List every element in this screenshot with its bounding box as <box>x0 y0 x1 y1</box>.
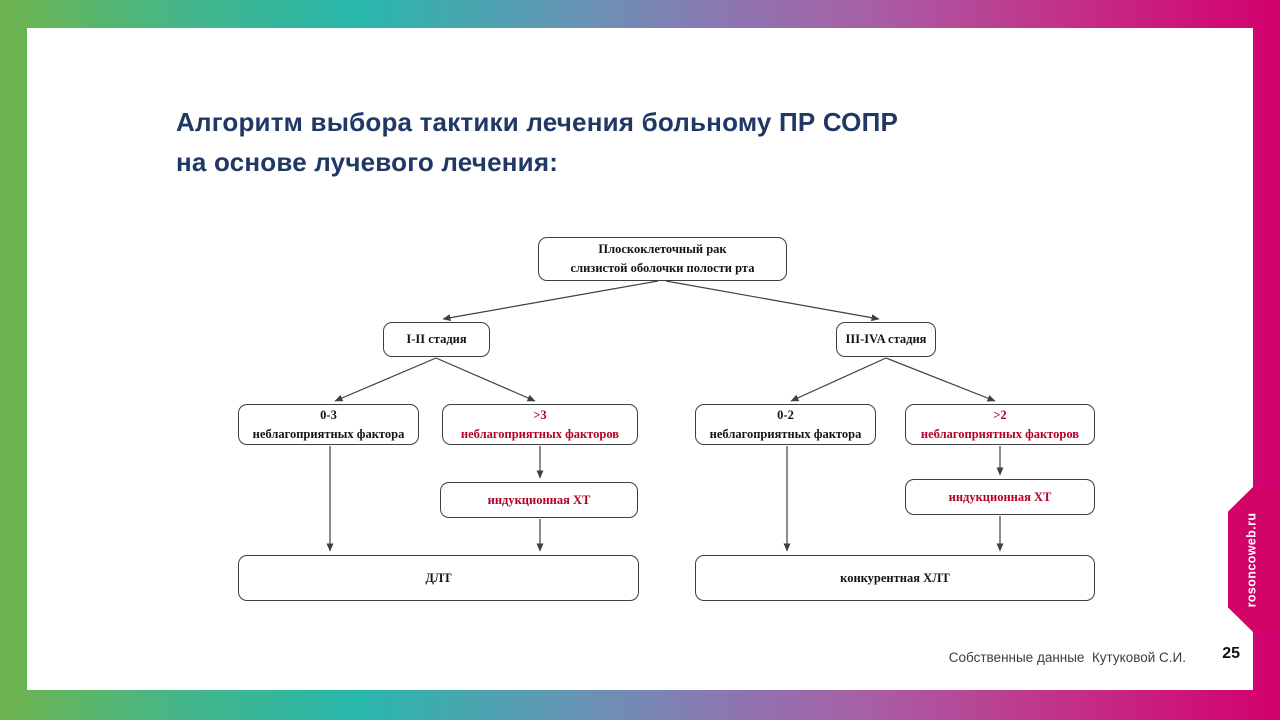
factors-gt2-line-1: >2 <box>993 407 1007 422</box>
factors-0-2-line-2: неблагоприятных фактора <box>709 426 862 441</box>
factors-0-3-line-2: неблагоприятных фактора <box>252 426 405 441</box>
dlt-label: ДЛТ <box>425 570 452 585</box>
footer-source-text: Собственные данные Кутуковой С.И. <box>948 650 1186 665</box>
slide-content: Алгоритм выбора тактики лечения больному… <box>27 28 1253 690</box>
flowchart-node-factors-gt3: >3 неблагоприятных факторов <box>442 404 638 445</box>
factors-0-2-line-1: 0-2 <box>777 407 794 422</box>
page-number: 25 <box>1222 645 1240 662</box>
flowchart-node-stage-3-4a: III-IVA стадия <box>836 322 936 357</box>
flowchart-node-dlt: ДЛТ <box>238 555 639 601</box>
concurrent-hlt-label: конкурентная ХЛТ <box>840 570 950 585</box>
flowchart-node-induction-ht-left: индукционная ХТ <box>440 482 638 518</box>
factors-gt2-line-2: неблагоприятных факторов <box>920 426 1080 441</box>
flowchart-node-stage-1-2: I-II стадия <box>383 322 490 357</box>
flowchart-node-factors-0-2: 0-2 неблагоприятных фактора <box>695 404 876 445</box>
factors-0-3-line-1: 0-3 <box>320 407 337 422</box>
flowchart-node-factors-gt2: >2 неблагоприятных факторов <box>905 404 1095 445</box>
factors-0-2-text: 0-2 неблагоприятных фактора <box>710 406 862 444</box>
factors-gt3-line-2: неблагоприятных факторов <box>460 426 620 441</box>
root-line-1: Плоскоклеточный рак <box>598 242 727 257</box>
stage-1-2-label: I-II стадия <box>406 332 467 347</box>
induction-ht-right-label: индукционная ХТ <box>948 489 1052 504</box>
factors-0-3-text: 0-3 неблагоприятных фактора <box>253 406 405 444</box>
flowchart-node-induction-ht-right: индукционная ХТ <box>905 479 1095 515</box>
website-tab: rosoncoweb.ru <box>1228 487 1280 632</box>
slide-title: Алгоритм выбора тактики лечения больному… <box>176 102 898 182</box>
flowchart-node-factors-0-3: 0-3 неблагоприятных фактора <box>238 404 419 445</box>
factors-gt3-text: >3 неблагоприятных факторов <box>461 406 619 444</box>
title-line-1: Алгоритм выбора тактики лечения больному… <box>176 107 899 137</box>
flowchart-node-root-text: Плоскоклеточный рак слизистой оболочки п… <box>571 240 755 278</box>
factors-gt2-text: >2 неблагоприятных факторов <box>921 406 1079 444</box>
induction-ht-left-label: индукционная ХТ <box>487 492 591 507</box>
flowchart-node-root: Плоскоклеточный рак слизистой оболочки п… <box>538 237 787 281</box>
flowchart-node-concurrent-hlt: конкурентная ХЛТ <box>695 555 1095 601</box>
stage-3-4a-label: III-IVA стадия <box>845 332 927 347</box>
title-line-2: на основе лучевого лечения: <box>176 147 559 177</box>
website-tab-label: rosoncoweb.ru <box>1244 512 1259 607</box>
root-line-2: слизистой оболочки полости рта <box>570 261 755 275</box>
factors-gt3-line-1: >3 <box>533 407 547 422</box>
